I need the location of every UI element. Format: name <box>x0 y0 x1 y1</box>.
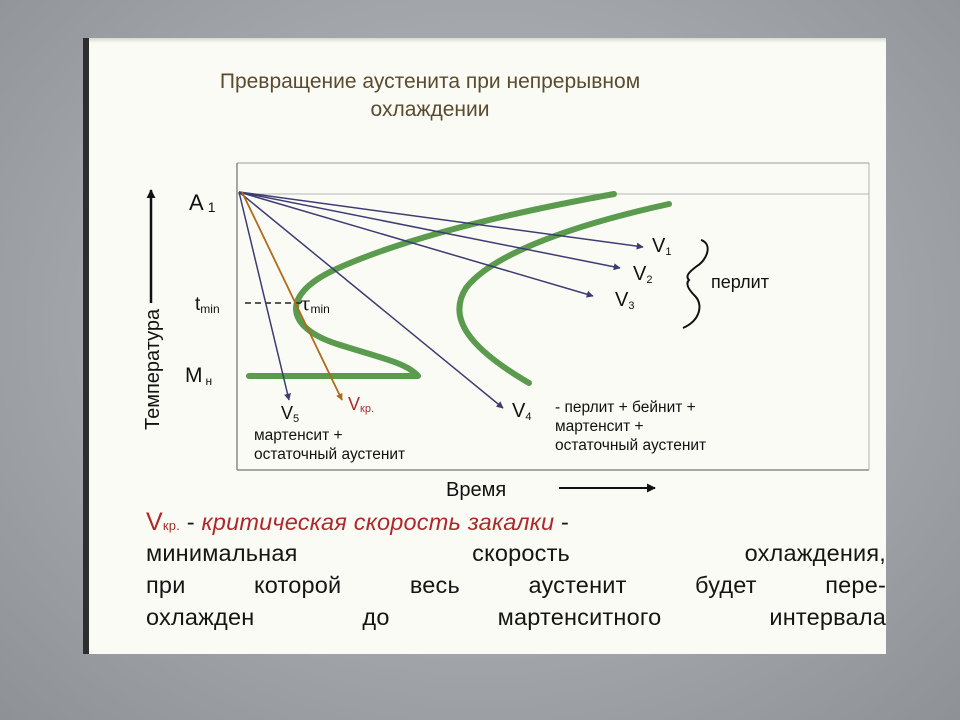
label-v5-desc-1: мартенсит + <box>254 427 343 444</box>
cooling-arrow-v2 <box>238 191 621 271</box>
definition-vkr: V <box>146 508 163 536</box>
label-v2: V2 <box>633 263 652 286</box>
label-v5: V5 <box>281 403 299 425</box>
title-line-2: охлаждении <box>371 98 490 121</box>
y-axis-label: Температура <box>142 308 164 430</box>
definition-line-2: минимальная скорость охлаждения, <box>146 540 886 566</box>
title-line-1: Превращение аустенита при непрерывном <box>220 70 640 93</box>
definition-dash: - <box>180 509 202 535</box>
definition-line-1: Vкр. - критическая скорость закалки - <box>146 508 886 537</box>
cooling-arrow-v5 <box>238 191 291 401</box>
x-axis-label: Время <box>446 479 506 501</box>
label-v5-desc-2: остаточный аустенит <box>254 446 405 463</box>
label-v4-desc-2: мартенсит + <box>555 418 644 435</box>
label-perlit: перлит <box>711 272 769 292</box>
definition-line-4: охлажден до мартенситного интервала <box>146 604 886 630</box>
label-v4-desc-1: - перлит + бейнит + <box>555 399 696 416</box>
label-tmin: tmin <box>195 294 220 316</box>
perlit-brace <box>682 239 709 329</box>
label-tau-min: τmin <box>300 293 330 316</box>
plot-frame <box>236 162 870 471</box>
definition-line-3: при которой весь аустенит будет пере- <box>146 572 886 598</box>
definition-vkr-sub: кр. <box>162 518 181 533</box>
transformation-start-curve <box>246 191 617 379</box>
cooling-arrow-v1 <box>238 191 644 250</box>
cooling-arrow-v4 <box>238 191 504 409</box>
label-v1: V1 <box>652 235 671 258</box>
cooling-arrow-vkr <box>241 191 343 401</box>
label-v4: V4 <box>512 400 531 423</box>
definition-dash-2: - <box>554 509 570 535</box>
slide-top-shade <box>89 38 886 43</box>
cooling-arrow-v3 <box>238 191 594 298</box>
slide: Превращение аустенита при непрерывном ох… <box>83 38 886 654</box>
cooling-diagram: Превращение аустенита при непрерывном ох… <box>142 70 870 501</box>
label-v3: V3 <box>615 289 634 312</box>
label-v4-desc-3: остаточный аустенит <box>555 437 706 454</box>
transformation-end-curve <box>456 201 672 386</box>
definition-term: критическая скорость закалки <box>201 509 555 535</box>
label-vkr: Vкр. <box>348 394 374 415</box>
